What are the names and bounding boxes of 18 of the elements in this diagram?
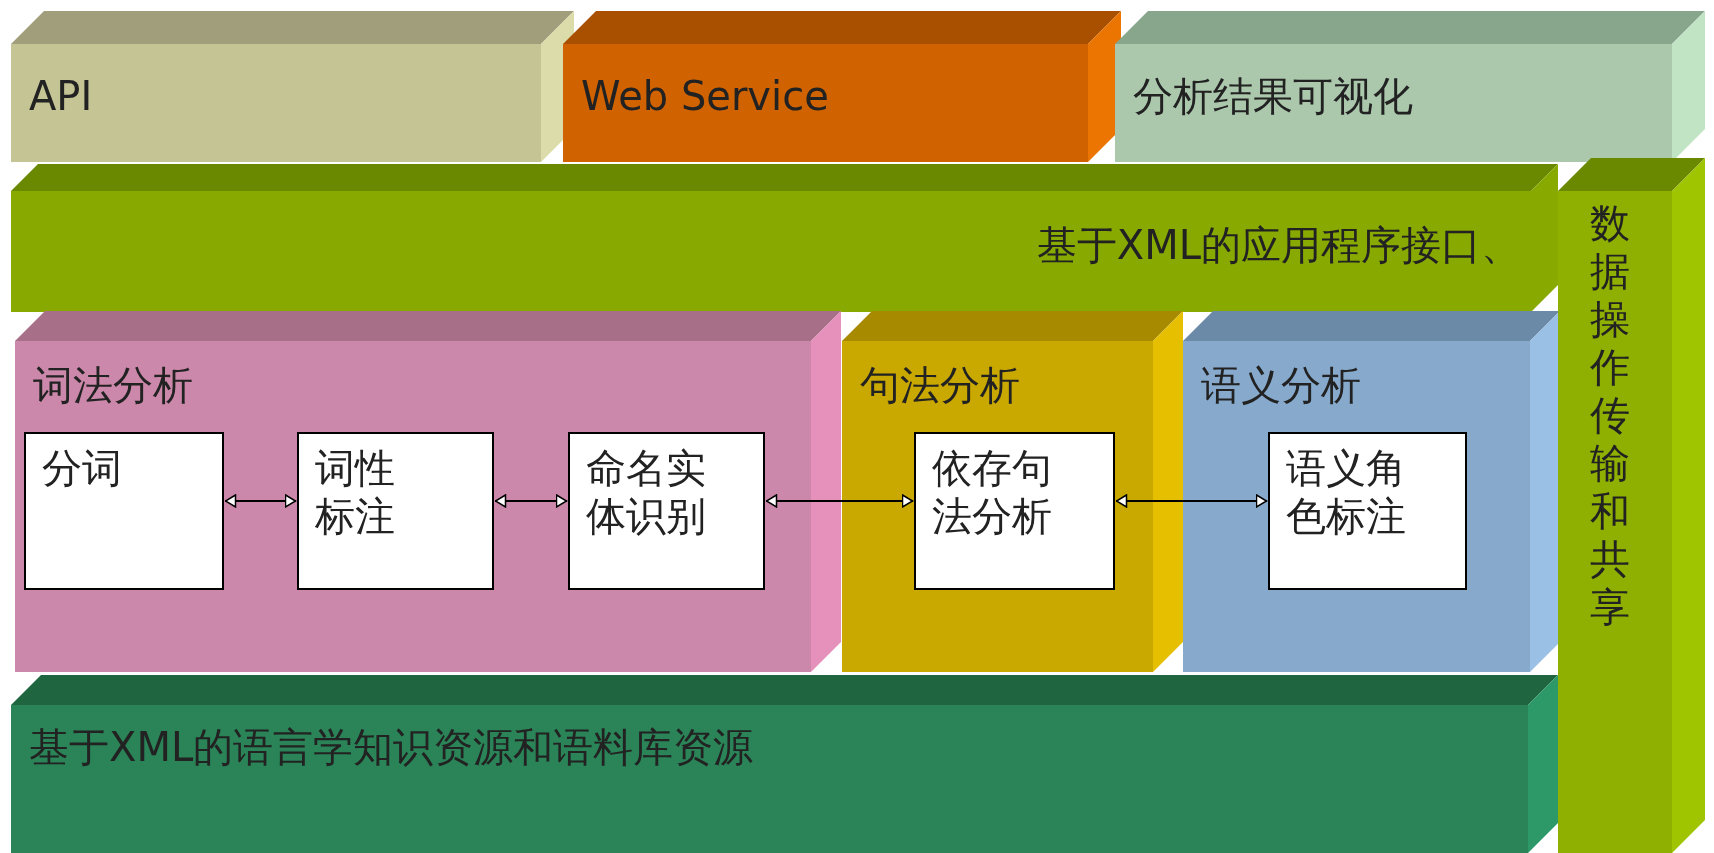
box-label: 语义角色标注	[1286, 444, 1407, 540]
block-label: 基于XML的应用程序接口、	[1036, 221, 1521, 269]
block-label: 词法分析	[33, 361, 193, 409]
block-label: API	[29, 72, 93, 120]
block-label: 语义分析	[1201, 361, 1361, 409]
double-arrow	[1115, 494, 1268, 508]
double-arrow	[224, 494, 297, 508]
block-label: Web Service	[581, 72, 829, 120]
box-label: 命名实体识别	[586, 444, 707, 540]
block-label: 数据操作传输和共享	[1590, 199, 1631, 631]
block-label: 句法分析	[860, 361, 1020, 409]
block-label: 分析结果可视化	[1133, 72, 1413, 120]
double-arrow	[765, 494, 914, 508]
box-label: 分词	[42, 444, 123, 492]
box-label: 依存句法分析	[932, 444, 1053, 540]
block-label: 基于XML的语言学知识资源和语料库资源	[29, 723, 754, 771]
box-label: 词性标注	[315, 444, 396, 540]
double-arrow	[494, 494, 568, 508]
